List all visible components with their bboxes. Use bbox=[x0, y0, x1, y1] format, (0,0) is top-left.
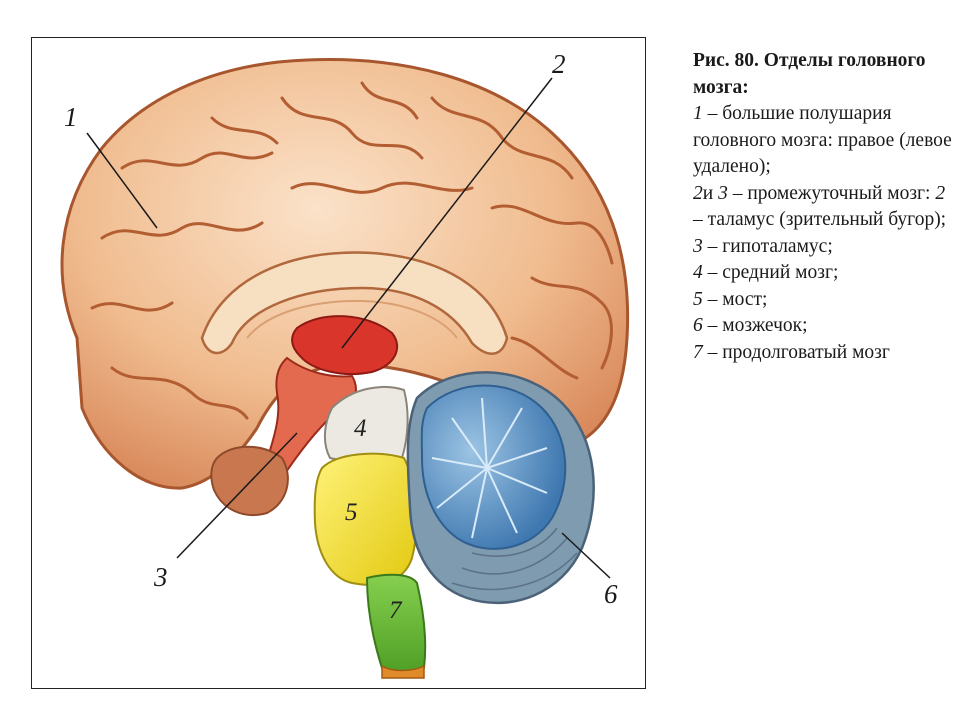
gyri-pattern bbox=[90, 81, 614, 420]
legend-text-6: – мозжечок; bbox=[702, 315, 808, 336]
caption-title: Рис. 80. Отделы головного мозга: bbox=[693, 50, 926, 98]
brain-illustration: 1 2 3 4 5 6 7 bbox=[60, 49, 630, 679]
legend-text-7: – продолговатый мозг bbox=[702, 341, 890, 363]
callout-1: 1 bbox=[64, 102, 78, 132]
callout-7: 7 bbox=[389, 597, 403, 624]
legend-text-1: – большие полушария головного мозга: пра… bbox=[693, 103, 952, 177]
legend-text-5: – мост; bbox=[702, 288, 768, 310]
legend-num-2: 2 bbox=[693, 182, 703, 204]
figure-caption: Рис. 80. Отделы головного мозга: 1 – бол… bbox=[693, 48, 955, 366]
legend-num-3b: 3 bbox=[693, 235, 703, 257]
callout-5: 5 bbox=[345, 499, 358, 526]
temporal-lobe-base bbox=[210, 445, 289, 516]
legend-num-1: 1 bbox=[693, 103, 703, 124]
callout-6: 6 bbox=[604, 579, 618, 609]
brain-figure: 1 2 3 4 5 6 7 bbox=[31, 37, 646, 689]
legend-text-3b: – гипоталамус; bbox=[702, 235, 833, 257]
legend-num-6: 6 bbox=[693, 315, 703, 336]
leader-lines bbox=[86, 77, 611, 579]
legend-num-7: 7 bbox=[693, 341, 703, 363]
caption-legend: 1 – большие полушария головного мозга: п… bbox=[693, 101, 955, 366]
callout-3: 3 bbox=[153, 562, 168, 592]
cerebellum bbox=[406, 371, 595, 605]
legend-num-2b: 2 bbox=[935, 182, 946, 204]
legend-text-4: – средний мозг; bbox=[702, 262, 839, 283]
medulla-oblongata bbox=[365, 573, 427, 675]
legend-text-3: – промежуточный мозг: bbox=[727, 182, 936, 204]
cerebellum-folia bbox=[451, 527, 578, 591]
pons bbox=[313, 452, 418, 586]
legend-num-5: 5 bbox=[693, 288, 703, 310]
legend-text-2b: – таламус (зрительный бугор); bbox=[693, 209, 947, 230]
legend-text-2: и bbox=[702, 182, 719, 204]
arbor-vitae bbox=[431, 397, 548, 539]
callout-4: 4 bbox=[354, 415, 367, 442]
corpus-callosum bbox=[200, 251, 509, 355]
legend-num-4: 4 bbox=[693, 262, 703, 283]
callout-2: 2 bbox=[552, 49, 566, 79]
legend-num-3: 3 bbox=[718, 182, 728, 204]
